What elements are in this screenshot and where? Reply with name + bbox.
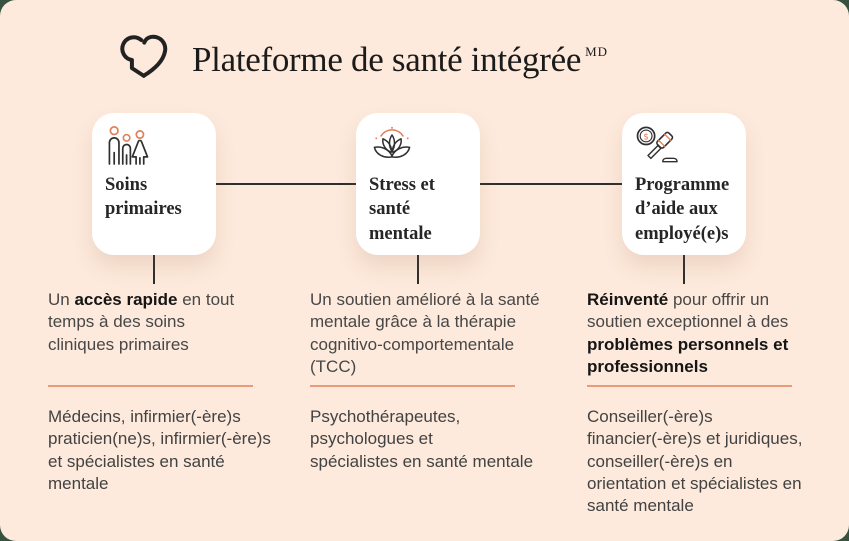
column-stress-sante-mentale: Un soutien amélioré à la santé mentale g… [310, 289, 562, 529]
connector-stub-3 [683, 255, 685, 284]
providers-list: Conseiller(-ère)s financier(-ère)s et ju… [587, 407, 803, 516]
column-soins-primaires: Un accès rapide en tout temps à des soin… [48, 289, 300, 529]
card-stress-sante-mentale: Stress et santé mentale [356, 113, 480, 255]
divider-line [310, 385, 515, 387]
connector-stub-2 [417, 255, 419, 284]
coin-gavel-icon: $ [635, 125, 738, 165]
column-intro: Un accès rapide en tout temps à des soin… [48, 290, 235, 354]
divider-line [587, 385, 792, 387]
connector-line-1 [216, 183, 356, 185]
svg-text:$: $ [643, 132, 648, 142]
providers-list: Médecins, infirmier(-ère)s praticien(ne)… [48, 407, 271, 493]
card-title: Stress et santé mentale [369, 175, 435, 244]
family-icon [105, 125, 208, 165]
page-title-text: Plateforme de santé intégrée [192, 40, 582, 79]
card-title: Programme d’aide aux employé(e)s [635, 175, 730, 244]
heart-chat-logo-icon [117, 32, 169, 80]
card-programme-aide-employes: $ Programme d’aide aux employé(e)s [622, 113, 746, 255]
card-title: Soins primaires [105, 175, 182, 220]
lotus-icon [369, 125, 472, 165]
connector-line-2 [480, 183, 622, 185]
column-programme-aide: Réinventé pour offrir un soutien excepti… [587, 289, 839, 529]
column-intro: Un soutien amélioré à la santé mentale g… [310, 290, 540, 376]
divider-line [48, 385, 253, 387]
trademark-superscript: MD [585, 44, 609, 59]
connector-stub-1 [153, 255, 155, 284]
card-soins-primaires: Soins primaires [92, 113, 216, 255]
column-intro: Réinventé pour offrir un soutien excepti… [587, 290, 789, 376]
providers-list: Psychothérapeutes, psychologues et spéci… [310, 407, 534, 471]
